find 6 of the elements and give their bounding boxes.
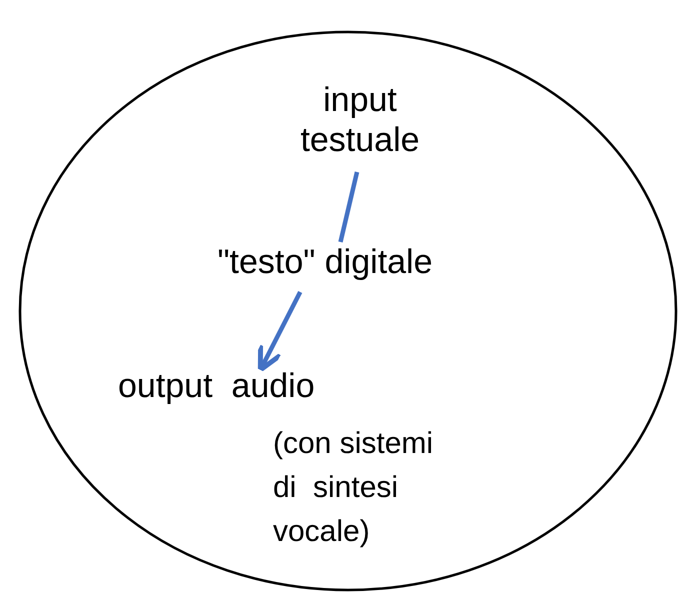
connector-line [338, 171, 360, 243]
node-label: "testo" digitale [216, 242, 434, 282]
arrow [258, 290, 302, 372]
node-label: input testuale [299, 80, 421, 160]
note-text: (con sistemi di sintesi vocale) [273, 426, 434, 550]
node-label: output audio [118, 366, 316, 406]
